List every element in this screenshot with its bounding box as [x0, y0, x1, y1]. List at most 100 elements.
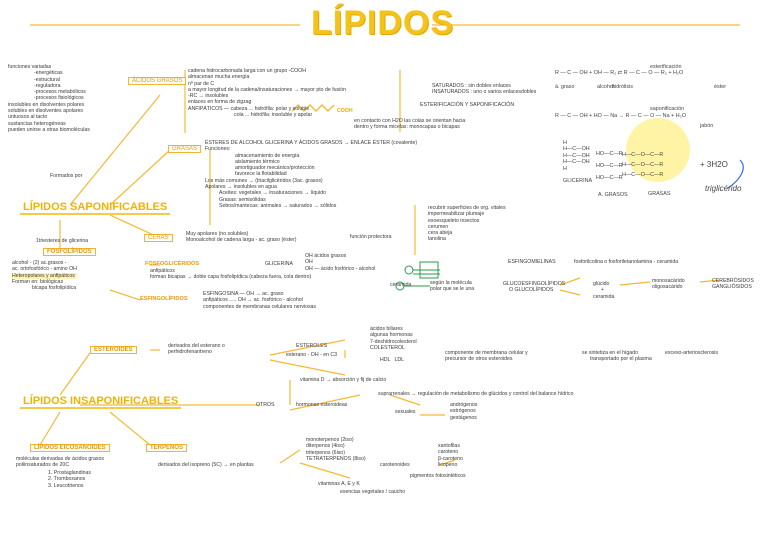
formados-por-label: Formados por: [50, 173, 83, 179]
glucolipid-type: CEREBRÓSIDOS: [712, 278, 754, 284]
ag-reactions: ESTERIFICACIÓN Y SAPONIFICACIÓN: [420, 102, 515, 108]
terpeno-item: diterpenos (4iso): [306, 443, 345, 450]
grasa-item: aislamiento térmico: [235, 158, 280, 165]
ag-item: insolubles: [205, 93, 229, 100]
grasa-item: Sebos/mantecas: animales: [219, 202, 282, 209]
ceras-details: Muy apolares (no solubles) Monoalcohol d…: [186, 231, 296, 244]
triglicerido-arrow: [727, 159, 744, 189]
eicosanoides-desc: moléculas derivadas de ácidos grasos pol…: [16, 456, 104, 469]
union-note: según la molécula polar que se le una: [430, 280, 474, 293]
esteroles-list: ácidos biliares algunas hormonas 7-deshi…: [370, 326, 417, 351]
sexuales-label: sexuales: [395, 409, 416, 415]
ag-item: mayor pto de fusión: [300, 86, 347, 93]
acidos-grasos-label: ÁCIDOS GRASOS: [128, 77, 187, 85]
ag-type: INSATURADOS : uno o varios enlacesdobles: [432, 89, 537, 96]
grasa-item: (triacilglicéridos (3ac. grasos): [255, 177, 323, 184]
saponificacion-label: saponificación: [650, 106, 685, 112]
hormonas-esteroideas: hormonas esteroideas: [296, 402, 348, 408]
ceras-function-list: recubrir superficies de org. vitales imp…: [428, 205, 506, 243]
sexual-hormones: andrógenos estrógenos gestágenos: [450, 402, 477, 421]
suprarrenales-row: suprarrenales → regulación de metabolism…: [378, 391, 574, 397]
phospholipid-sketch: [395, 261, 440, 291]
sex-hormone: andrógenos: [450, 402, 478, 408]
ag-item: enlaces en forma de zigzag: [188, 99, 252, 106]
esf-item: componentes de membranas celulares nervi…: [203, 303, 317, 310]
terpeno-item: monoterpenos (2iso): [306, 437, 354, 443]
micelas-note: en contacto con H2O las colas se orienta…: [354, 118, 465, 131]
gluco-line: GLUCOESFINGOLÍPIDOS: [503, 281, 566, 287]
glicerina-branches: OH ácidos grasos OH OH — ácido fosfórico…: [305, 253, 376, 272]
esfingomielinas-label: ESFINGOMIELINAS: [508, 259, 556, 265]
eico-item: 1. Prostaglandinas: [48, 470, 91, 476]
grasa-item: Apolares: [205, 184, 226, 191]
property-item: -procesos fisiológicos: [34, 95, 84, 102]
arteriosclerosis-note: exceso-arteriosclerosis: [665, 350, 719, 356]
ag-item: a mayor longitud de la cadena/insaturaci…: [188, 86, 293, 93]
oh-label: OH: [305, 253, 313, 259]
property-item: pueden unirse a otras biomoléculas: [8, 126, 90, 133]
ceras-function: función protectora: [350, 234, 392, 240]
carotenoides-label: carotenoides: [380, 462, 410, 468]
ag-item: almacenan mucha energía: [188, 74, 250, 81]
esencias-label: esencias vegetales / caucho: [340, 489, 406, 495]
fosfolipidos-label: FOSFOLÍPIDOS: [43, 248, 96, 256]
ester-reaction: R — C — OH + OH — R₂ ⇄ R — C — O — R₂ + …: [555, 70, 684, 76]
grasa-item: saturados: [289, 202, 313, 209]
glicerina-label: GLICERINA: [563, 178, 593, 184]
glucido-line: +: [601, 287, 605, 294]
vitamina-d: vitamina D → absorción y fij de calcio: [300, 377, 387, 383]
jabon-label: jabón: [700, 123, 714, 129]
grasa-item: ÉSTERES DE ALCOHOL GLICERINA Y ÁCIDOS GR…: [205, 140, 343, 146]
properties-list: funciones variadas -energéticas -estruct…: [8, 64, 90, 133]
carot-item: xantofilas: [438, 443, 460, 449]
property-item: -energéticas: [34, 70, 63, 77]
cera-function: lanolina: [428, 236, 446, 243]
role-line: precursor de otros esteroides: [445, 356, 513, 363]
esterol-item: COLESTEROL: [370, 344, 405, 351]
transport-line: transportado por el plasma: [590, 356, 652, 363]
fosfo-item: alcohol - (2) ac.grasos -: [12, 260, 67, 266]
esterol-item: algunas hormonas: [370, 332, 413, 339]
property-item: -procesos metabólicos: [34, 89, 86, 96]
cera-function: cera abeja: [428, 230, 453, 237]
property-item: -estructural: [34, 76, 60, 83]
esfingolipidos-label: ESFINGOLÍPIDOS: [140, 296, 188, 302]
otros-label: OTROS: [256, 402, 275, 408]
ag-item: hidrófila: insoluble y apolar: [250, 112, 313, 119]
gluco-line: O GLUCOLÍPIDOS: [509, 287, 554, 294]
esteroles-node: ESTEROLES esterano - OH - en C3: [286, 343, 337, 359]
fosfogliceridos-label: FOSFOGLICÉRIDOS: [145, 261, 200, 267]
grasa-item: Funciones:: [205, 146, 231, 153]
vitaminas-label: vitaminas A, E y K: [318, 481, 360, 487]
grasa-item: amortiguador mecánico/protección: [235, 165, 315, 172]
glucolipid-types: CEREBRÓSIDOS GANGLIÓSIDOS: [712, 278, 754, 291]
esfingomielinas-desc: fosforilcolina o fosforiletanolamina - c…: [574, 259, 679, 265]
ag-item: cola: [234, 112, 244, 119]
esf-item: ac. graso: [262, 291, 284, 297]
plantas-label: en plantas: [229, 462, 254, 468]
terpenos-label: TERPENOS: [146, 444, 188, 452]
union-line: polar que se le una: [430, 286, 475, 293]
esfingolipidos-details: ESFINGOSINA — OH → ac. graso anfipáticos…: [203, 291, 317, 310]
glicerina-node: GLICERINA: [265, 261, 293, 267]
ag-item: -RC: [188, 93, 198, 100]
vitd-label: vitamina D: [300, 377, 325, 383]
fosfo-item: ac. ortofosfórico - amino OH: [12, 266, 77, 273]
page-title: LÍPIDOS: [311, 4, 455, 42]
isopreno-label: derivados del isopreno (5C): [158, 462, 222, 468]
property-item: sustancias heterogéneas: [8, 120, 66, 127]
grasa-item: sólidos: [320, 202, 337, 209]
ag-types: SATURADOS : sin dobles enlaces INSATURAD…: [432, 83, 536, 96]
ceramida-label: ceramida: [390, 282, 412, 288]
esterificacion-label: esterificación: [650, 64, 682, 70]
calcio-label: absorción y fij de calcio: [332, 377, 387, 383]
insaponificables-heading: LÍPIDOS INSAPONIFICABLES: [20, 395, 182, 409]
property-item: untuosos al tacto: [8, 114, 48, 121]
ester-label: éster: [714, 84, 726, 90]
eicosanoides-label: LÍPIDOS EICOSANOIDES: [30, 444, 110, 452]
terpenos-list: monoterpenos (2iso) diterpenos (4iso) tr…: [306, 437, 366, 462]
esteroides-desc: derivados del esterano o perhidrofenantr…: [168, 343, 225, 356]
pigmentos-label: pigmentos fotosintéticos: [410, 473, 466, 479]
